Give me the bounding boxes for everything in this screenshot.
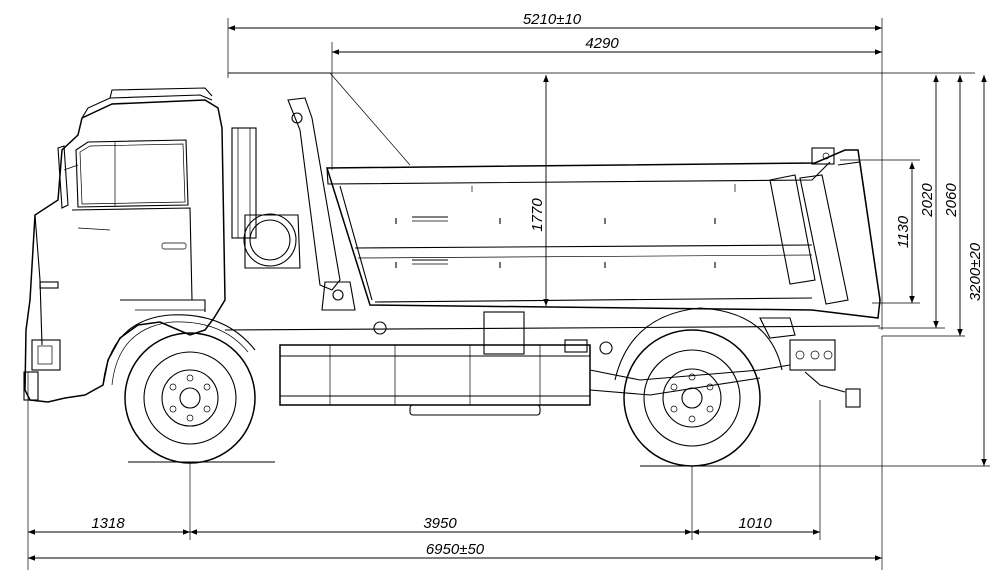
- dimension-lines: [27, 18, 990, 570]
- dim-body-overall-length: 5210±10: [523, 11, 582, 28]
- dim-wheelbase: 3950: [423, 515, 457, 532]
- dim-rear-overhang: 1010: [738, 515, 772, 532]
- dim-platform-inner-height: 1770: [529, 198, 546, 232]
- dump-body: [325, 147, 881, 319]
- dim-overall-height: 3200±20: [967, 242, 984, 301]
- hoist-cylinder: [287, 97, 356, 311]
- air-intake: [231, 127, 301, 269]
- truck-outline: [23, 87, 881, 467]
- dim-overall-length: 6950±50: [426, 541, 485, 558]
- cab: [23, 87, 256, 403]
- dim-side-board-height: 1130: [895, 215, 912, 248]
- dim-platform-length: 4290: [585, 35, 619, 52]
- chassis-frame: [224, 311, 881, 416]
- dim-height-2020: 2020: [919, 183, 936, 218]
- front-wheel: [124, 332, 275, 464]
- dim-front-overhang: 1318: [91, 515, 125, 532]
- dimension-labels: 5210±10 4290 1770 1130 2020 2060 3200±20…: [91, 11, 984, 558]
- dim-height-2060: 2060: [943, 183, 960, 218]
